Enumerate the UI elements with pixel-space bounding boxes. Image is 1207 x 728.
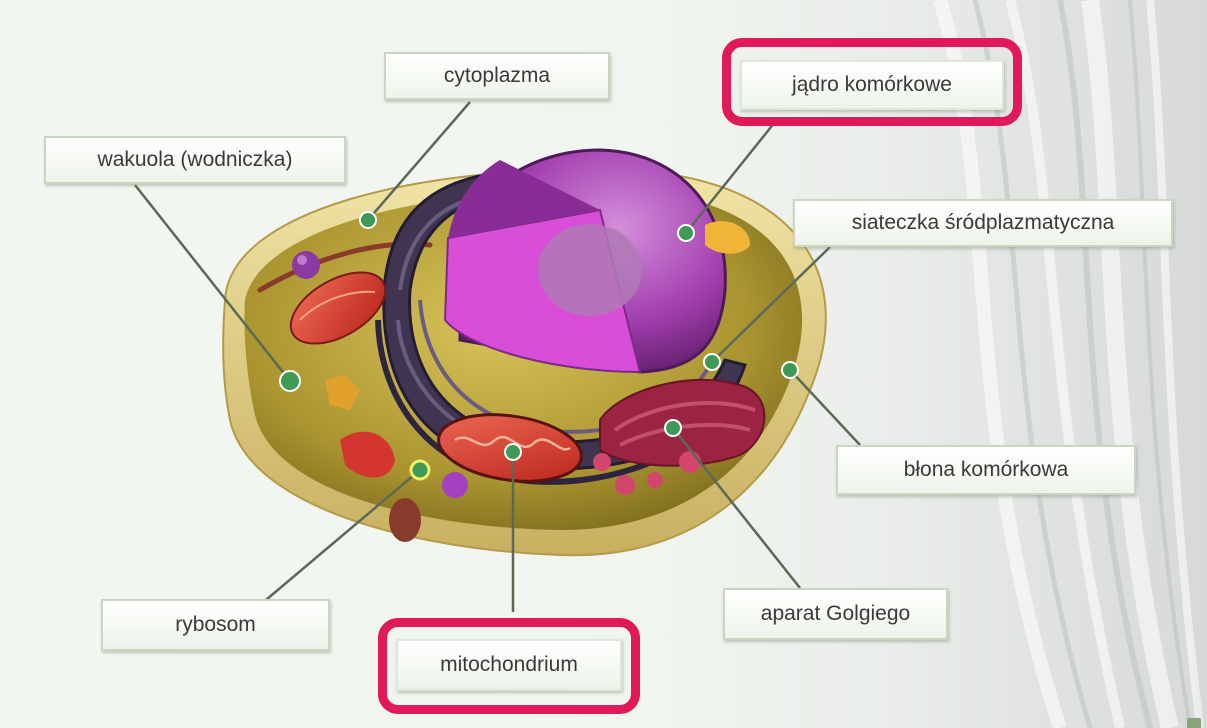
label-wakuola: wakuola (wodniczka) (44, 136, 346, 184)
label-rybosom: rybosom (101, 599, 330, 651)
label-cytoplazma: cytoplazma (384, 52, 610, 100)
label-mitochondrium: mitochondrium (396, 639, 622, 691)
label-siateczka: siateczka śródplazmatyczna (793, 199, 1173, 247)
marker-mitochondrium (505, 444, 521, 460)
corner-mark (1187, 718, 1201, 728)
marker-golgi (665, 420, 681, 436)
label-aparat-golgiego: aparat Golgiego (723, 588, 948, 640)
marker-wakuola (280, 371, 300, 391)
marker-cytoplazma (360, 212, 376, 228)
label-jadro-komorkowe: jądro komórkowe (740, 60, 1004, 110)
label-blona-komorkowa: błona komórkowa (836, 445, 1136, 495)
marker-rybosom (411, 461, 429, 479)
marker-blona (782, 362, 798, 378)
marker-siateczka (704, 354, 720, 370)
marker-jadro (678, 225, 694, 241)
